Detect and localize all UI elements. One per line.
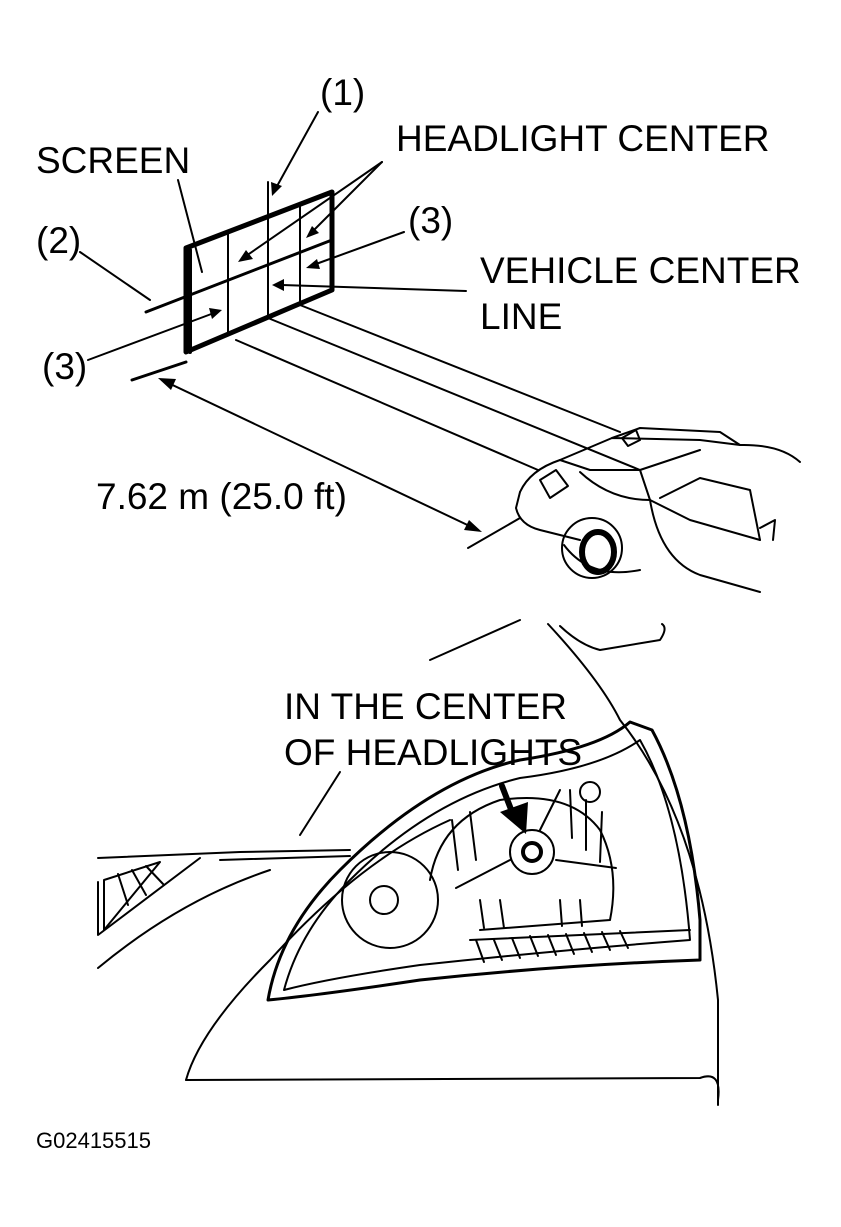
vehicle-drawing	[515, 427, 801, 593]
vehicle-center-line-label-1: VEHICLE CENTER	[480, 250, 801, 291]
in-center-label-2: OF HEADLIGHTS	[284, 732, 583, 773]
callout-1: (1)	[320, 72, 366, 113]
figure-code: G02415515	[36, 1128, 151, 1153]
upper-leader-lines	[79, 111, 467, 361]
distance-label: 7.62 m (25.0 ft)	[96, 476, 347, 517]
in-center-label-1: IN THE CENTER	[284, 686, 568, 727]
callout-3-lower: (3)	[42, 346, 88, 387]
aiming-screen	[144, 181, 335, 355]
headlight-closeup	[97, 619, 720, 1106]
callout-2: (2)	[36, 220, 82, 261]
callout-3-upper: (3)	[408, 200, 454, 241]
headlight-center-label: HEADLIGHT CENTER	[396, 118, 770, 159]
screen-label: SCREEN	[36, 140, 191, 181]
ground-lines	[130, 304, 641, 549]
vehicle-center-line-label-2: LINE	[480, 296, 563, 337]
